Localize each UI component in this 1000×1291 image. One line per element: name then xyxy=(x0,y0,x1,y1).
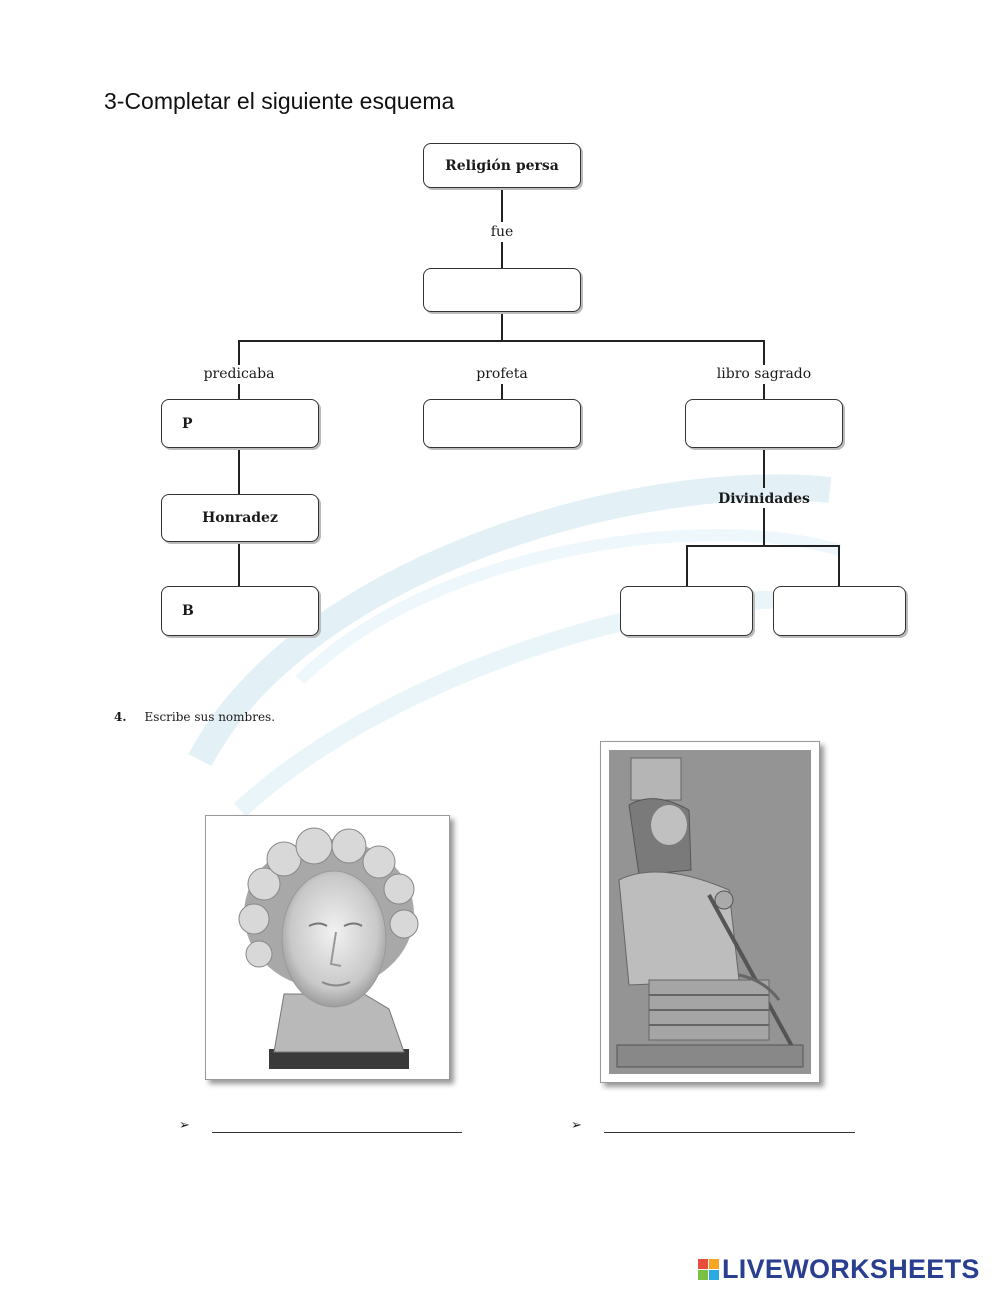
branch-label-libro-sagrado: libro sagrado xyxy=(716,366,812,382)
branch-label-predicaba: predicaba xyxy=(203,366,275,382)
liveworksheets-logo: LIVEWORKSHEETS xyxy=(698,1254,980,1285)
connector xyxy=(686,545,839,547)
logo-icon xyxy=(698,1259,719,1280)
connector xyxy=(238,340,240,365)
bullet-arrow-right: ➢ xyxy=(571,1118,582,1133)
connector xyxy=(501,384,503,399)
answer-box-divinidad-1[interactable] xyxy=(620,586,753,636)
answer-box-libro-sagrado[interactable] xyxy=(685,399,843,448)
answer-box-divinidad-2[interactable] xyxy=(773,586,906,636)
connector xyxy=(238,542,240,586)
photo-persian-king-relief xyxy=(600,741,820,1083)
connector xyxy=(763,340,765,365)
bust-image xyxy=(238,827,419,1069)
answer-box-profeta[interactable] xyxy=(423,399,581,448)
box-honradez: Honradez xyxy=(161,494,319,542)
question-text: Escribe sus nombres. xyxy=(144,710,276,724)
bullet-arrow-left: ➢ xyxy=(179,1118,190,1133)
connector xyxy=(763,448,765,488)
connector xyxy=(501,188,503,222)
connector xyxy=(238,448,240,494)
connector xyxy=(501,242,503,268)
page-heading: 3-Completar el siguiente esquema xyxy=(104,88,455,114)
question-4: 4. Escribe sus nombres. xyxy=(114,710,275,724)
answer-line-left[interactable] xyxy=(212,1132,462,1133)
box-religion-persa: Religión persa xyxy=(423,143,581,188)
connector xyxy=(238,384,240,399)
connector xyxy=(763,384,765,399)
connector xyxy=(763,508,765,545)
photo-alexander-bust xyxy=(205,815,450,1080)
connector xyxy=(686,545,688,586)
answer-box-p[interactable]: P xyxy=(161,399,319,448)
answer-line-right[interactable] xyxy=(604,1132,855,1133)
link-label-fue: fue xyxy=(490,224,514,240)
connector xyxy=(501,312,503,340)
answer-box-b[interactable]: B xyxy=(161,586,319,636)
relief-image xyxy=(609,750,811,1074)
connector xyxy=(238,340,764,342)
question-number: 4. xyxy=(114,710,127,724)
branch-label-profeta: profeta xyxy=(476,366,528,382)
link-label-divinidades: Divinidades xyxy=(718,491,810,507)
answer-box-religion-type[interactable] xyxy=(423,268,581,312)
connector xyxy=(838,545,840,586)
logo-text: LIVEWORKSHEETS xyxy=(722,1254,980,1284)
